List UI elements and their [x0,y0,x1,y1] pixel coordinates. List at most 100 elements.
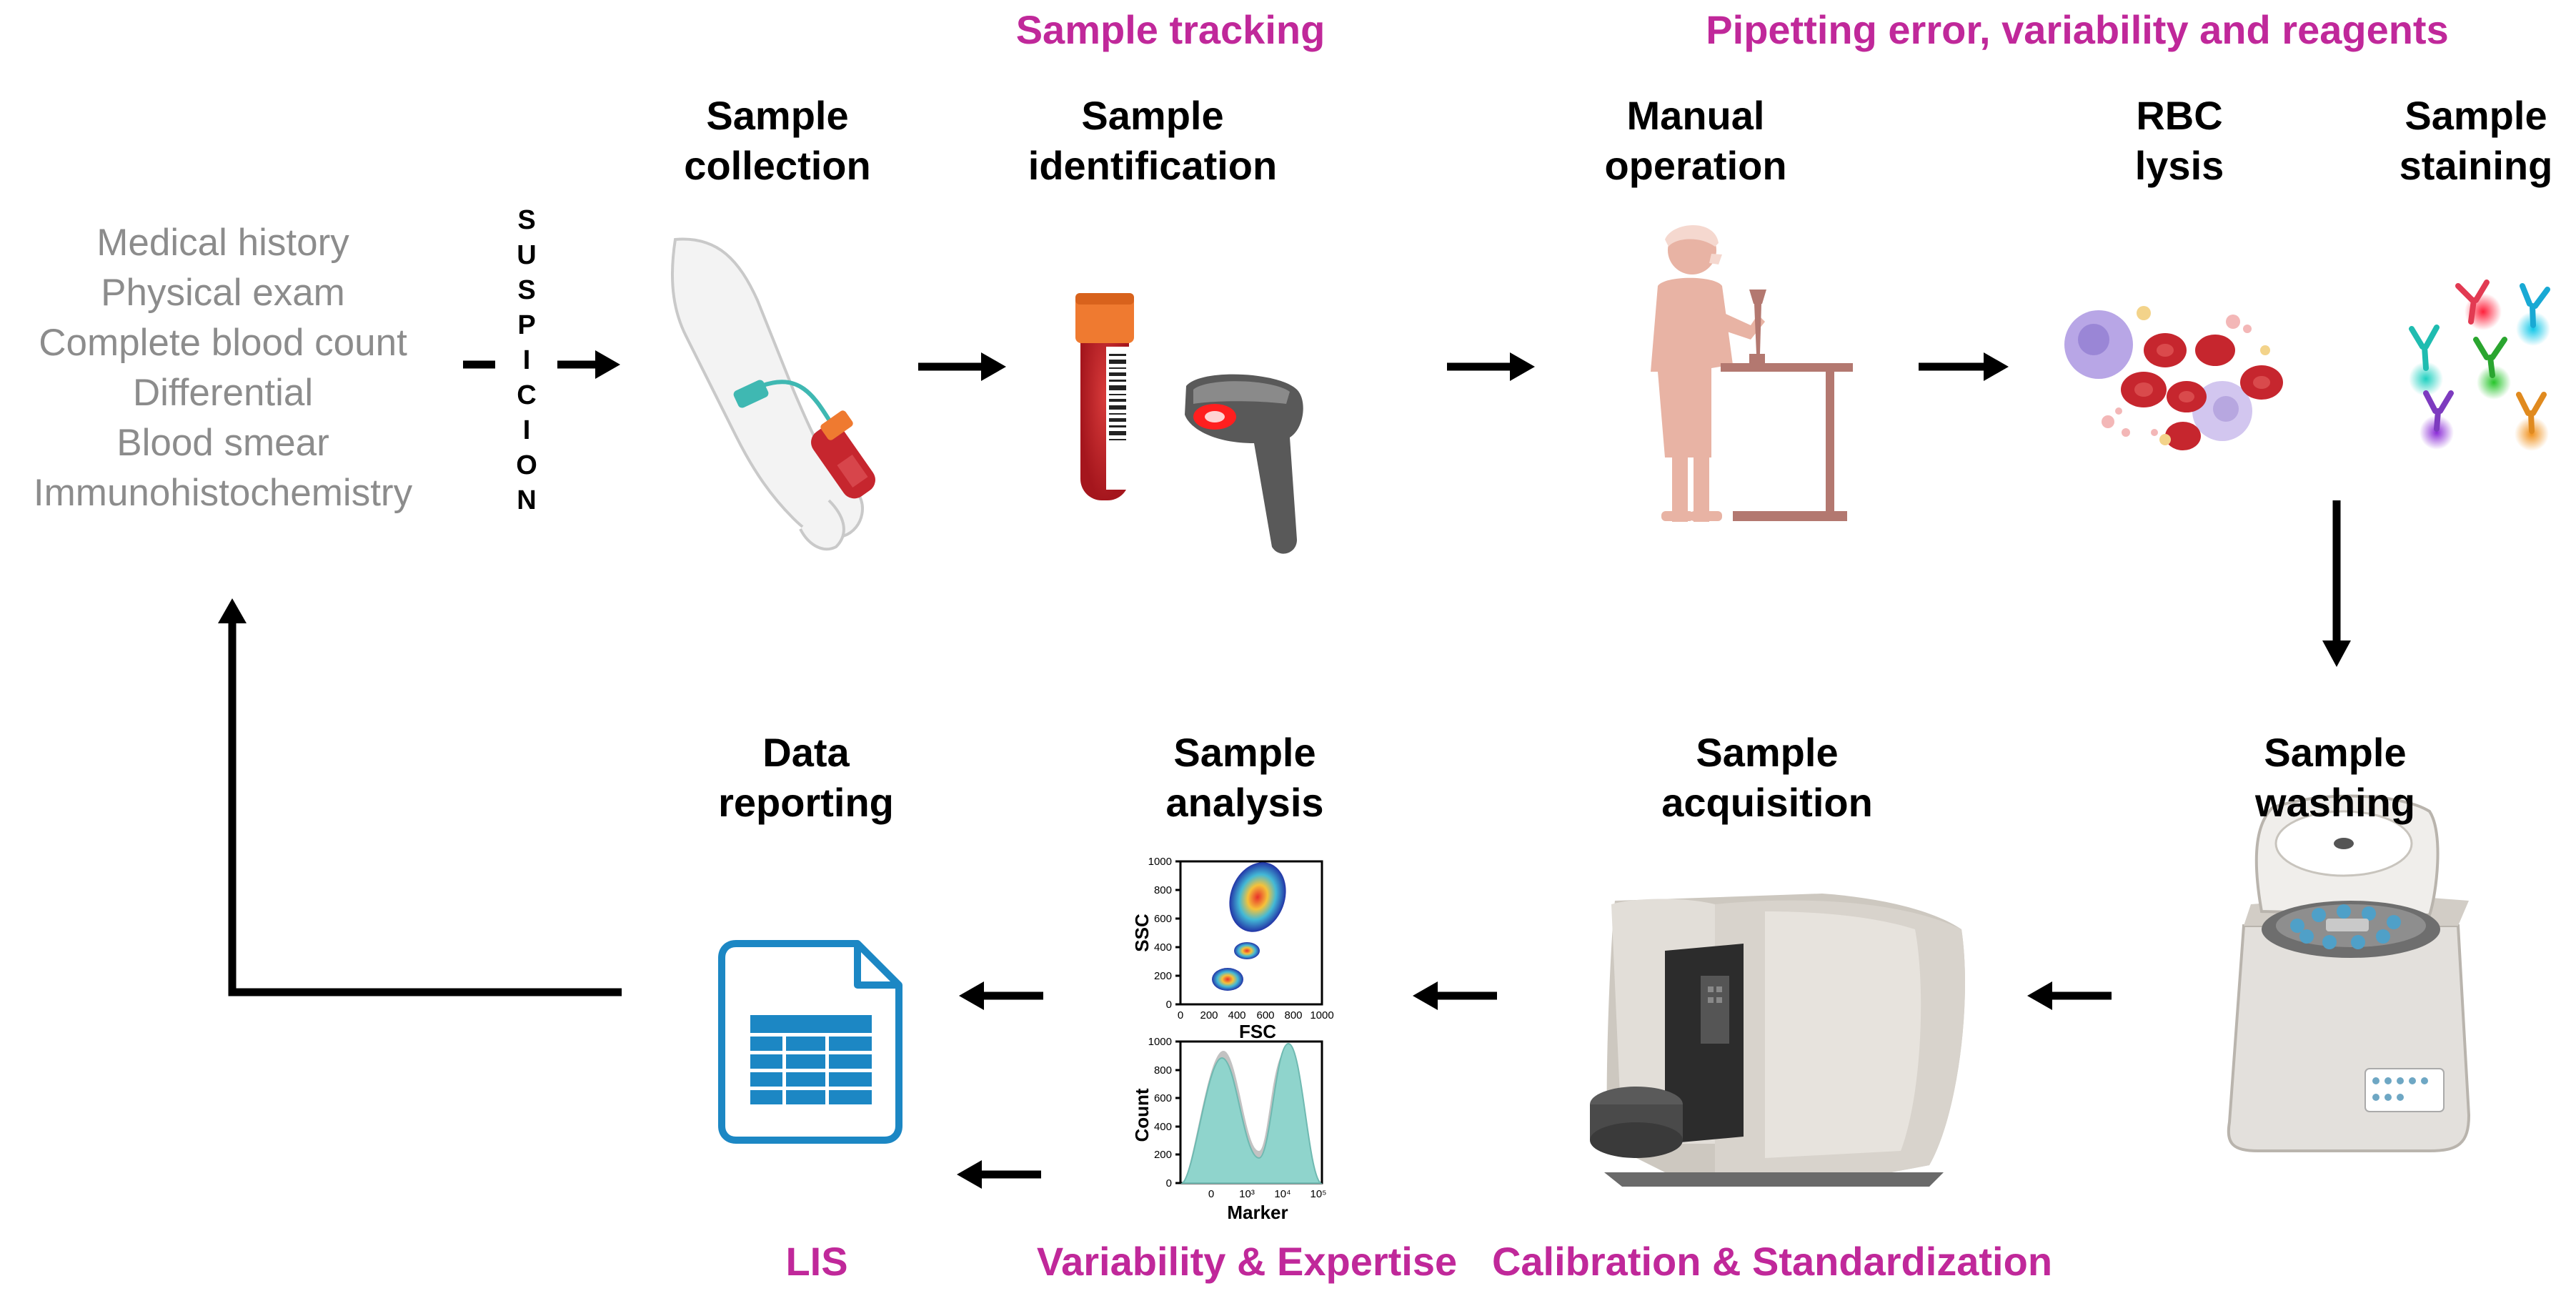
history-item: Medical history [96,222,349,264]
history-item: Physical exam [101,272,345,314]
step-sample-collection: Sample collection [684,91,870,191]
suspicion-letter: O [516,450,537,480]
histogram-xtick-1e5: 10⁵ [1311,1188,1327,1200]
lis-spreadsheet-icon [718,940,902,1144]
suspicion-letter: C [517,380,537,410]
lab-bench-icon [1721,290,1853,521]
histogram-ytick-200: 200 [1154,1149,1172,1161]
step-sample-identification: Sample identification [1028,91,1277,191]
arrow-washing-to-acquisition [2027,981,2112,1010]
histogram-xtick-0: 0 [1208,1188,1214,1200]
arrow-analysis-to-reporting-lower [957,1160,1041,1189]
flow-arrows [218,350,2351,1189]
histogram-marker-curve [1180,1042,1323,1184]
step-title-line: identification [1028,143,1278,188]
scatter-ytick-600: 600 [1154,913,1172,925]
suspicion-letter: S [517,205,536,235]
histogram-xtick-1e4: 10⁴ [1274,1188,1291,1200]
antibodies-icon [2409,280,2550,451]
histogram-plot: 1000 800 600 400 200 0 0 10³ 10⁴ 10⁵ Mar… [1131,1036,1326,1223]
category-lis: LIS [785,1239,848,1284]
scatter-population-1 [1229,862,1286,932]
scatter-ytick-1000: 1000 [1148,856,1172,868]
suspicion-letter: S [517,275,536,305]
step-sample-analysis: Sample analysis [1165,728,1323,828]
suspicion-letter: I [522,345,531,375]
scatter-xlabel: FSC [1239,1021,1276,1042]
step-manual-operation: Manual operation [1604,91,1786,191]
step-title-line: Manual [1626,93,1765,138]
arrow-analysis-to-reporting-upper [959,981,1043,1010]
arm-blood-draw-icon [671,237,875,551]
scatter-xtick-0: 0 [1178,1009,1183,1021]
history-item: Blood smear [116,422,329,464]
step-title-line: staining [2399,143,2553,188]
arrow-reporting-to-history-loop [218,598,622,996]
histogram-xlabel: Marker [1227,1202,1288,1223]
step-title-line: operation [1604,143,1787,188]
category-pipetting: Pipetting error, variability and reagent… [1706,7,2449,52]
history-item: Complete blood count [39,322,407,364]
step-title-line: Sample [706,93,849,138]
medical-history-list: Medical history Physical exam Complete b… [34,218,412,518]
arrow-identification-to-manual [1447,352,1535,381]
history-item: Immunohistochemistry [33,472,413,514]
histogram-ytick-800: 800 [1154,1064,1172,1077]
arrow-staining-to-washing [2322,500,2351,667]
scatter-xtick-200: 200 [1200,1009,1218,1021]
histogram-ytick-1000: 1000 [1148,1036,1172,1048]
histogram-ylabel: Count [1131,1088,1153,1142]
step-title-line: Sample [1173,730,1316,775]
histogram-xtick-1e3: 10³ [1239,1188,1255,1200]
step-title-line: lysis [2134,143,2224,188]
arrow-suspicion-to-collection [557,350,620,379]
red-blood-cells-icon [2064,306,2283,450]
step-sample-washing: Sample washing [2255,728,2415,828]
step-title-line: Sample [1696,730,1839,775]
suspicion-letter: N [517,485,537,515]
lab-technician-icon [1651,225,1765,522]
arrow-collection-to-identification [918,352,1006,381]
step-title-line: reporting [718,780,894,825]
category-calibration-standardization: Calibration & Standardization [1491,1239,2053,1284]
scatter-xtick-400: 400 [1228,1009,1245,1021]
scatter-ytick-400: 400 [1154,941,1172,954]
scatter-xtick-600: 600 [1256,1009,1274,1021]
step-title-line: acquisition [1661,780,1873,825]
step-data-reporting: Data reporting [718,728,894,828]
category-variability-expertise: Variability & Expertise [1036,1239,1458,1284]
centrifuge-icon [2227,794,2471,1152]
suspicion-vertical-label: S U S P I C I O N [516,203,537,518]
step-title-line: Sample [2405,93,2547,138]
step-sample-acquisition: Sample acquisition [1661,728,1873,828]
scatter-population-2 [1234,942,1260,959]
arrow-acquisition-to-analysis [1413,981,1497,1010]
category-sample-tracking: Sample tracking [1015,7,1326,52]
step-title-line: collection [684,143,871,188]
suspicion-letter: U [517,240,537,270]
step-title-line: RBC [2136,93,2223,138]
history-item: Differential [132,372,314,414]
step-rbc-lysis: RBC lysis [2135,91,2224,191]
histogram-ytick-0: 0 [1166,1177,1172,1189]
scatter-xtick-800: 800 [1284,1009,1302,1021]
scatter-ytick-800: 800 [1154,884,1172,896]
histogram-ytick-400: 400 [1154,1121,1172,1133]
step-sample-staining: Sample staining [2400,91,2553,191]
scatter-ytick-0: 0 [1166,999,1172,1011]
step-title-line: Data [762,730,850,775]
suspicion-letter: P [517,310,536,340]
step-title-line: Sample [1081,93,1224,138]
arrow-manual-to-lysis [1919,352,2009,381]
tube-and-barcode-scanner-icon [1075,293,1303,554]
scatter-plot: 1000 800 600 400 200 0 0 200 400 600 800… [1131,856,1334,1042]
scatter-ytick-200: 200 [1154,970,1172,982]
step-title-line: analysis [1165,780,1324,825]
scatter-population-3 [1212,968,1243,991]
step-title-line: Sample [2264,730,2407,775]
scatter-ylabel: SSC [1131,914,1153,952]
flow-cytometer-icon [1590,894,1965,1187]
scatter-xtick-1000: 1000 [1310,1009,1333,1021]
